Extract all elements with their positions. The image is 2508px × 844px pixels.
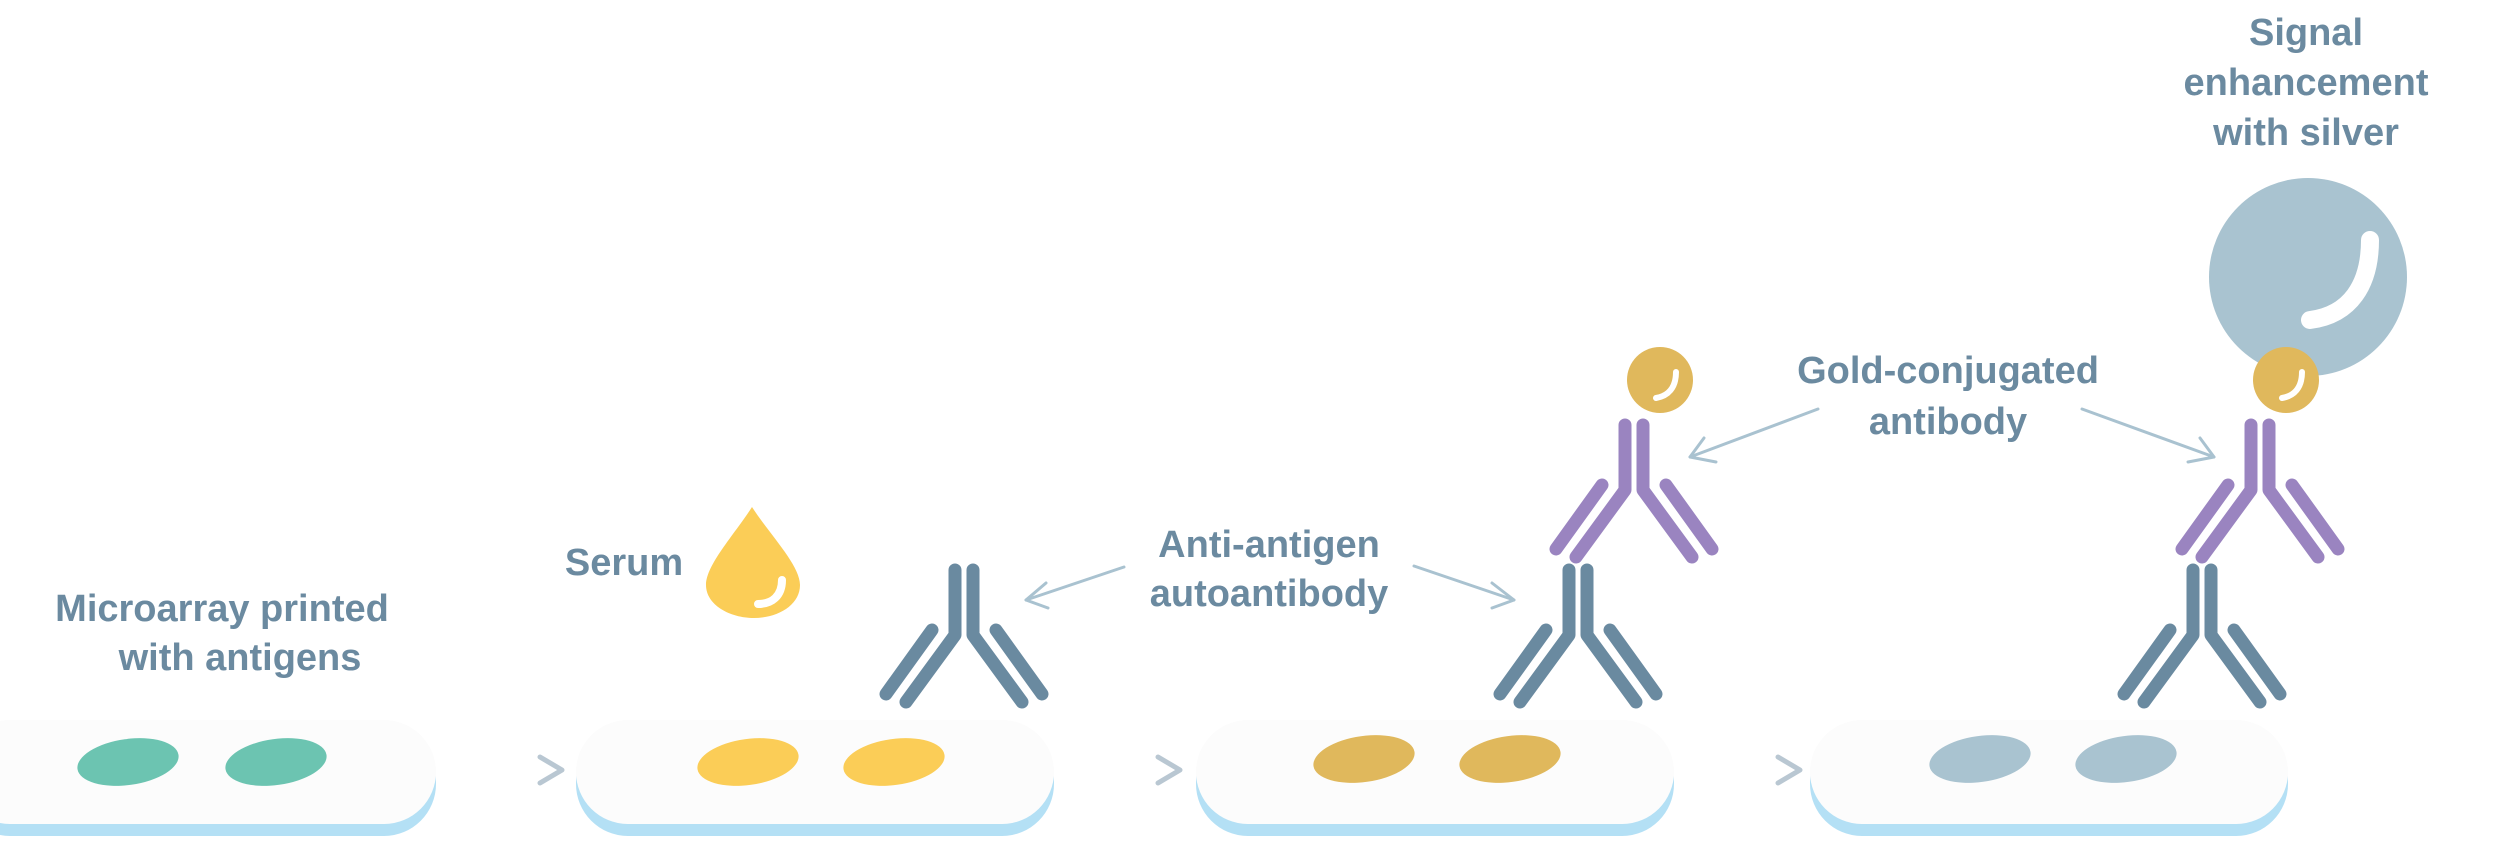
slide-1 — [0, 720, 436, 836]
anti-antigen-label-line2: autoantibody — [1150, 573, 1389, 615]
anti-antigen-label-line1: Anti-antigen — [1158, 524, 1380, 566]
slide-2 — [576, 720, 1054, 836]
silver-spot — [2075, 735, 2177, 783]
slide-4 — [1810, 720, 2288, 836]
autoantibody-icon — [1500, 570, 1656, 702]
silver-spot — [1929, 735, 2031, 783]
gold-conjugated-label-line2: antibody — [1869, 401, 2027, 443]
signal-label-line3: with silver — [2212, 112, 2399, 154]
slide-3 — [1196, 720, 1674, 836]
flow-arrow-1 — [448, 754, 565, 786]
signal-label-line1: Signal — [2249, 12, 2363, 54]
microarray-label-line1: Microarray printed — [55, 588, 389, 630]
serum-spot — [843, 738, 945, 786]
serum-label: Serum — [565, 542, 683, 584]
gold-pointer-left — [1688, 407, 1820, 464]
serum-spot — [697, 738, 799, 786]
bound-spot — [1313, 735, 1415, 783]
anti-antigen-pointer-left — [1024, 565, 1126, 610]
flow-arrow-3 — [1678, 754, 1803, 786]
gold-antibody-icon — [1556, 425, 1712, 557]
serum-drop-icon — [706, 507, 800, 618]
antigen-spot — [77, 738, 179, 786]
flow-arrow-2 — [1064, 754, 1183, 786]
gold-particle-icon — [1627, 347, 1693, 413]
antigen-spot — [225, 738, 327, 786]
silver-particle-icon — [2209, 178, 2407, 376]
microarray-label-line2: with antigens — [118, 637, 362, 679]
autoantibody-icon — [886, 570, 1042, 702]
anti-antigen-pointer-right — [1412, 564, 1516, 610]
autoantibody-icon — [2124, 570, 2280, 702]
gold-conjugated-label-line1: Gold-conjugated — [1797, 350, 2099, 392]
signal-label-line2: enhancement — [2184, 62, 2429, 104]
gold-particle-icon — [2253, 347, 2319, 413]
bound-spot — [1459, 735, 1561, 783]
gold-pointer-right — [2080, 407, 2216, 464]
